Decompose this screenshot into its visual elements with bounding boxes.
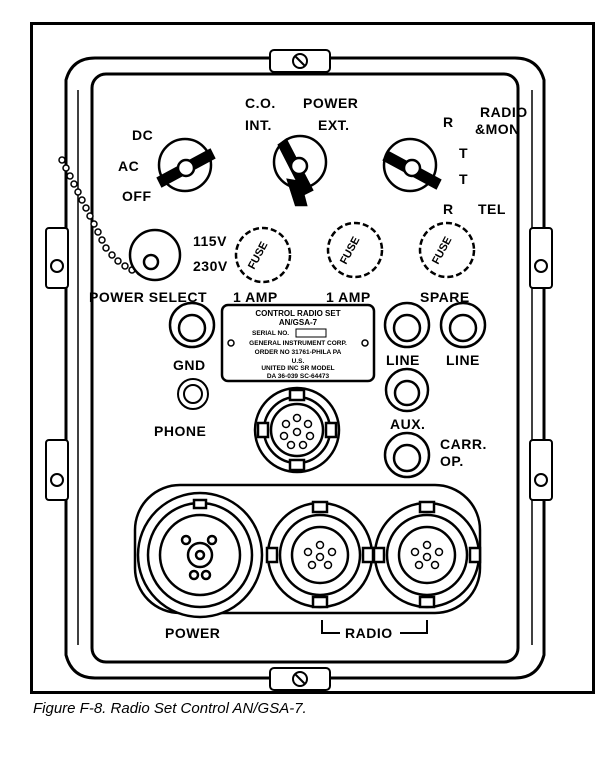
nameplate-line-7: UNITED INC SR MODEL bbox=[261, 365, 334, 372]
top-clamp bbox=[269, 49, 331, 73]
label-op: OP. bbox=[440, 453, 464, 469]
label-1-amp-a: 1 AMP bbox=[233, 289, 278, 305]
nameplate-line-6: U.S. bbox=[292, 358, 305, 365]
co-power-switch[interactable] bbox=[272, 134, 328, 207]
label-radio-bottom: RADIO bbox=[345, 625, 393, 641]
label-radio-mon-2: &MON bbox=[475, 121, 520, 137]
nameplate-line-5: ORDER NO 31761-PHILA PA bbox=[255, 349, 342, 356]
label-power-top: POWER bbox=[303, 95, 358, 111]
label-line-1: LINE bbox=[386, 352, 420, 368]
panel-handle-frame bbox=[64, 56, 546, 680]
nameplate-line-3: SERIAL NO. bbox=[252, 330, 289, 337]
power-connector[interactable] bbox=[136, 491, 264, 619]
fuse-holder-spare[interactable] bbox=[418, 221, 476, 279]
phone-connector[interactable] bbox=[253, 386, 341, 474]
label-spare: SPARE bbox=[420, 289, 470, 305]
fuse-holder-2[interactable] bbox=[326, 221, 384, 279]
label-carr: CARR. bbox=[440, 436, 487, 452]
nameplate-line-2: AN/GSA-7 bbox=[279, 318, 318, 327]
label-t1: T bbox=[459, 145, 468, 161]
fuse-holder-1[interactable] bbox=[234, 226, 292, 284]
label-co: C.O. bbox=[245, 95, 276, 111]
radio-mon-tel-switch[interactable] bbox=[382, 137, 442, 193]
label-ext: EXT. bbox=[318, 117, 350, 133]
label-dc: DC bbox=[132, 127, 153, 143]
gnd-binding-post[interactable] bbox=[168, 301, 216, 349]
radio-bracket bbox=[321, 620, 428, 634]
label-radio-mon-1: RADIO bbox=[480, 104, 528, 120]
bottom-clamp bbox=[269, 667, 331, 691]
panel-plate bbox=[90, 72, 520, 664]
label-115v: 115V bbox=[193, 233, 227, 249]
nameplate: CONTROL RADIO SET AN/GSA-7 SERIAL NO. GE… bbox=[220, 303, 376, 383]
label-230v: 230V bbox=[193, 258, 228, 274]
power-source-switch[interactable] bbox=[156, 137, 216, 193]
bead-chain bbox=[58, 156, 144, 276]
indicator-lamp bbox=[177, 378, 209, 410]
label-gnd: GND bbox=[173, 357, 206, 373]
label-ac: AC bbox=[118, 158, 139, 174]
control-panel-diagram: FUSE FUSE FUSE CONTROL RADIO SET AN/GSA-… bbox=[45, 49, 553, 691]
aux-binding-post[interactable] bbox=[384, 367, 430, 413]
nameplate-line-4: GENERAL INSTRUMENT CORP. bbox=[249, 340, 347, 347]
line-binding-post-1[interactable] bbox=[383, 301, 431, 349]
label-power-select: POWER SELECT bbox=[89, 289, 207, 305]
radio-connector-2[interactable] bbox=[372, 500, 482, 609]
nameplate-line-8: DA 36-039 SC-64473 bbox=[267, 373, 330, 380]
line-binding-post-2[interactable] bbox=[439, 301, 487, 349]
nameplate-line-1: CONTROL RADIO SET bbox=[255, 309, 340, 318]
label-r-top: R bbox=[443, 114, 454, 130]
label-phone: PHONE bbox=[154, 423, 206, 439]
label-1-amp-b: 1 AMP bbox=[326, 289, 371, 305]
side-clamps bbox=[45, 227, 553, 501]
label-t2: T bbox=[459, 171, 468, 187]
label-tel: TEL bbox=[478, 201, 506, 217]
figure-caption: Figure F-8. Radio Set Control AN/GSA-7. bbox=[33, 700, 307, 717]
carr-op-binding-post[interactable] bbox=[383, 431, 431, 479]
label-aux: AUX. bbox=[390, 416, 425, 432]
label-int: INT. bbox=[245, 117, 272, 133]
label-off: OFF bbox=[122, 188, 152, 204]
label-r-bottom: R bbox=[443, 201, 454, 217]
label-line-2: LINE bbox=[446, 352, 480, 368]
label-power-bottom: POWER bbox=[165, 625, 220, 641]
power-select-switch[interactable] bbox=[128, 228, 182, 282]
radio-connector-1[interactable] bbox=[265, 500, 375, 609]
figure-frame bbox=[30, 22, 595, 694]
